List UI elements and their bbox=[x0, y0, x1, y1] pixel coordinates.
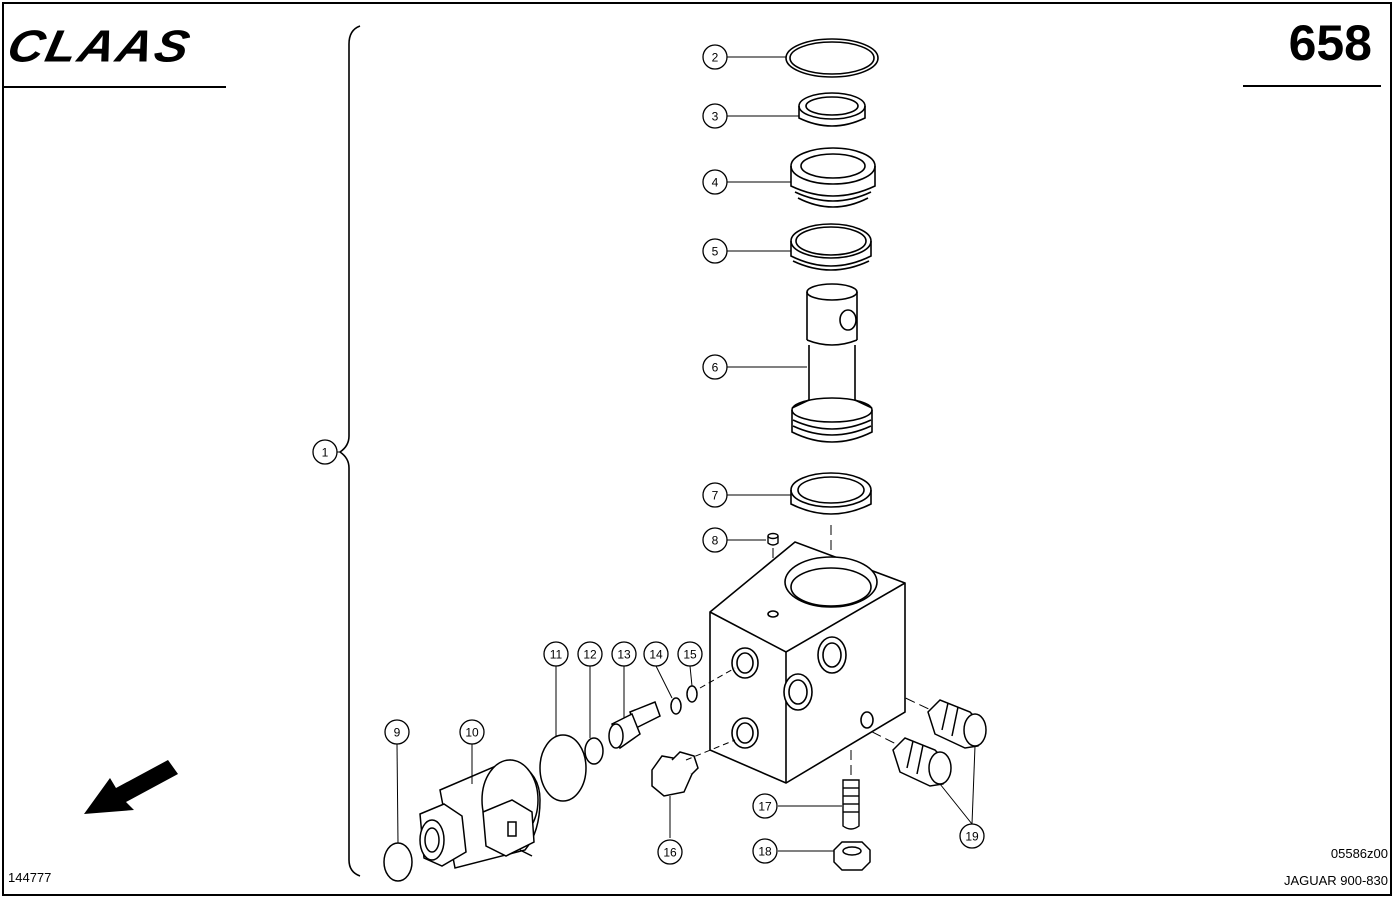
svg-text:3: 3 bbox=[712, 110, 719, 124]
svg-text:12: 12 bbox=[583, 648, 597, 662]
page-number: 658 bbox=[1288, 15, 1372, 71]
callout-1: 1 bbox=[312, 439, 338, 465]
callout-12: 12 bbox=[577, 641, 603, 667]
callout-15: 15 bbox=[677, 641, 703, 667]
part-nut bbox=[833, 841, 871, 871]
callout-13: 13 bbox=[611, 641, 637, 667]
callout-14: 14 bbox=[643, 641, 669, 667]
part-ring bbox=[798, 92, 866, 127]
callout-5: 5 bbox=[702, 238, 728, 264]
callout-10: 10 bbox=[459, 719, 485, 745]
document-id: 144777 bbox=[8, 870, 52, 885]
part-plug bbox=[651, 751, 699, 797]
part-solenoid-coil bbox=[419, 759, 541, 869]
callout-4: 4 bbox=[702, 169, 728, 195]
part-valve-insert bbox=[608, 701, 661, 750]
svg-text:1: 1 bbox=[322, 446, 329, 460]
part-guide-bushing bbox=[790, 147, 876, 208]
callout-3: 3 bbox=[702, 103, 728, 129]
svg-text:7: 7 bbox=[712, 489, 719, 503]
callout-9: 9 bbox=[384, 719, 410, 745]
page-number-underline bbox=[1243, 85, 1381, 87]
figure-code: 05586z00 bbox=[1330, 846, 1388, 861]
logo-underline bbox=[4, 86, 226, 88]
part-fittings bbox=[892, 699, 987, 787]
svg-text:13: 13 bbox=[617, 648, 631, 662]
svg-text:18: 18 bbox=[758, 845, 772, 859]
part-snap-ring bbox=[785, 38, 879, 78]
part-pin bbox=[767, 532, 779, 546]
svg-text:17: 17 bbox=[758, 800, 772, 814]
callout-16: 16 bbox=[657, 839, 683, 865]
svg-text:16: 16 bbox=[663, 846, 677, 860]
arrow-down-left-icon bbox=[84, 760, 178, 814]
svg-text:19: 19 bbox=[965, 830, 979, 844]
assembly-bracket bbox=[338, 25, 361, 877]
callout-17: 17 bbox=[752, 793, 778, 819]
callout-2: 2 bbox=[702, 44, 728, 70]
callouts: 1 2 3 4 5 6 7 8 9 10 11 12 13 14 15 16 1… bbox=[312, 44, 985, 865]
svg-text:5: 5 bbox=[712, 245, 719, 259]
svg-text:15: 15 bbox=[683, 648, 697, 662]
model-name: JAGUAR 900-830 bbox=[1283, 873, 1388, 888]
part-lower-seal-ring bbox=[790, 472, 872, 515]
svg-text:2: 2 bbox=[712, 51, 719, 65]
callout-19: 19 bbox=[959, 823, 985, 849]
callout-11: 11 bbox=[543, 641, 569, 667]
part-piston bbox=[791, 283, 873, 443]
part-stud bbox=[842, 779, 860, 830]
svg-text:11: 11 bbox=[550, 648, 563, 662]
part-o-rings bbox=[383, 685, 698, 882]
leader-lines bbox=[337, 56, 976, 852]
svg-text:8: 8 bbox=[712, 534, 719, 548]
callout-8: 8 bbox=[702, 527, 728, 553]
part-seal-ring bbox=[790, 223, 872, 271]
callout-6: 6 bbox=[702, 354, 728, 380]
svg-text:10: 10 bbox=[465, 726, 479, 740]
valve-block bbox=[709, 541, 906, 784]
svg-text:14: 14 bbox=[649, 648, 663, 662]
callout-18: 18 bbox=[752, 838, 778, 864]
svg-text:4: 4 bbox=[712, 176, 719, 190]
svg-text:6: 6 bbox=[712, 361, 719, 375]
callout-7: 7 bbox=[702, 482, 728, 508]
svg-text:9: 9 bbox=[394, 726, 401, 740]
